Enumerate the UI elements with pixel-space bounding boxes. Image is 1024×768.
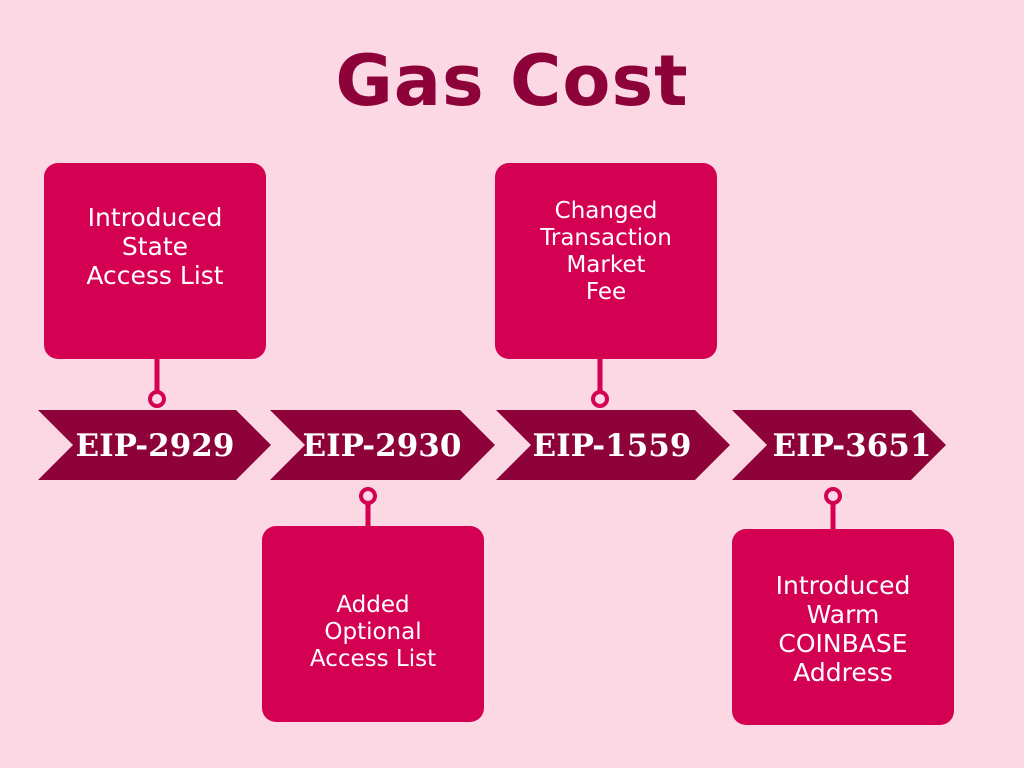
chevron-label-eip-1559: EIP-1559 xyxy=(533,428,692,464)
chevron-eip-3651 xyxy=(732,410,946,480)
chevron-eip-1559 xyxy=(496,410,730,480)
chevron-eip-2930 xyxy=(270,410,495,480)
chevron-eip-2929 xyxy=(38,410,271,480)
chevron-label-eip-2930: EIP-2930 xyxy=(303,428,462,464)
diagram-title: Gas Cost xyxy=(335,40,689,122)
connector-eip-2929 xyxy=(148,359,166,408)
chevron-label-eip-3651: EIP-3651 xyxy=(773,428,932,464)
note-box-eip-2929: Introduced State Access List xyxy=(44,163,266,359)
connector-eip-2930 xyxy=(359,487,377,526)
note-box-eip-2930: Added Optional Access List xyxy=(262,526,484,722)
connector-eip-3651 xyxy=(824,487,842,529)
connector-eip-1559 xyxy=(591,359,609,408)
note-box-eip-1559: Changed Transaction Market Fee xyxy=(495,163,717,359)
note-box-eip-3651: Introduced Warm COINBASE Address xyxy=(732,529,954,725)
chevron-label-eip-2929: EIP-2929 xyxy=(76,428,235,464)
